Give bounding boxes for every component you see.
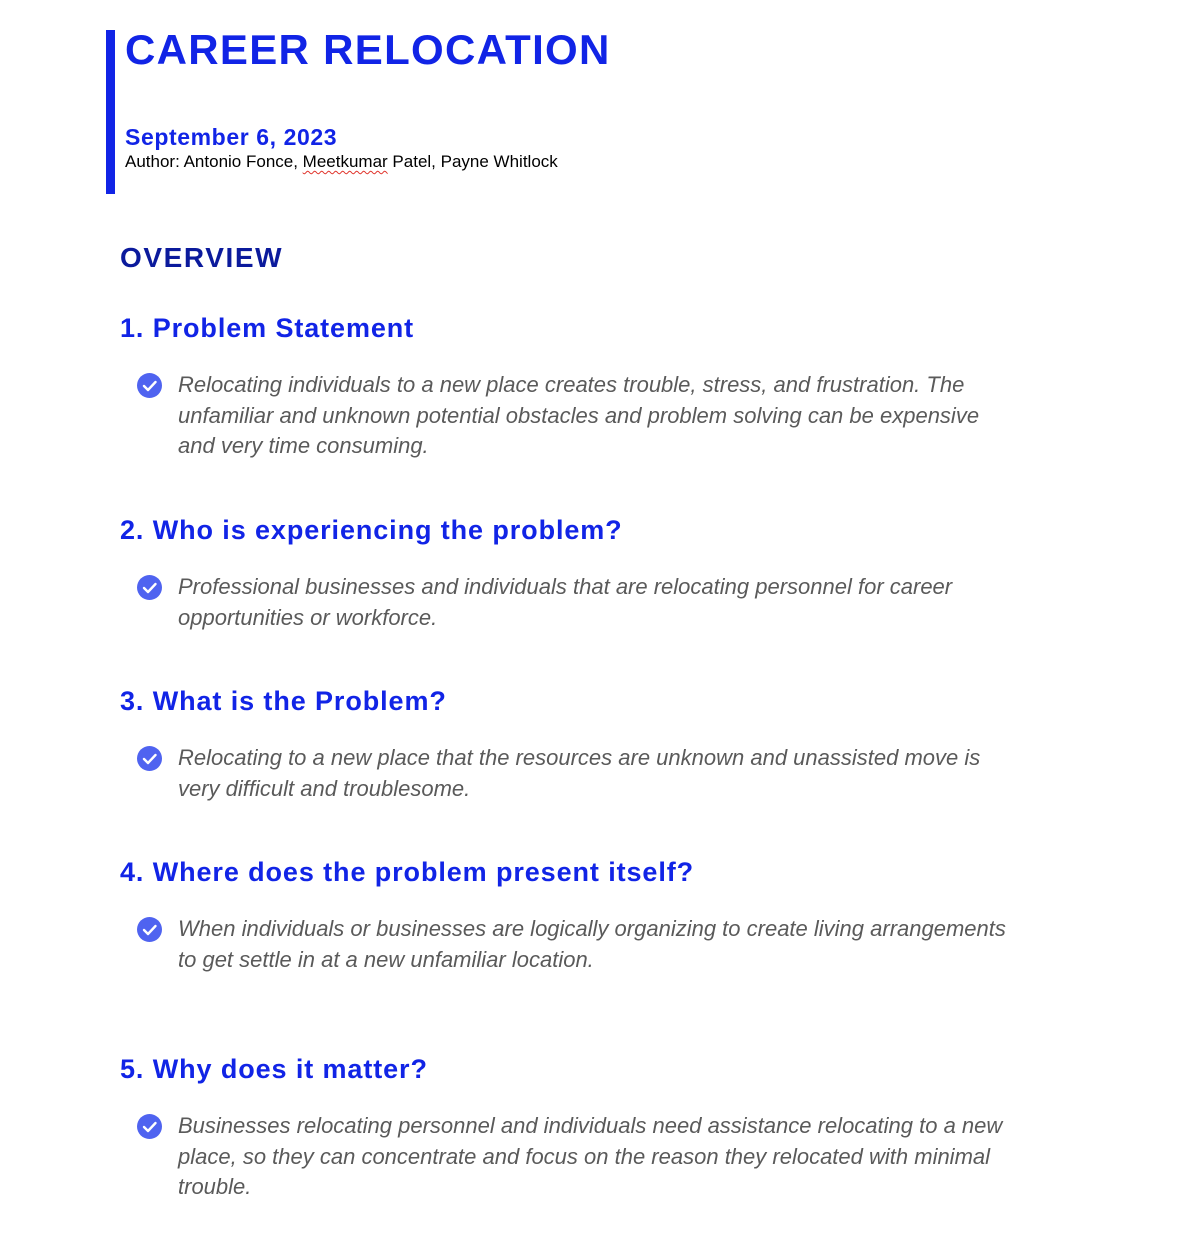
check-circle-icon [137, 917, 162, 942]
author-suffix: Patel, Payne Whitlock [387, 152, 558, 171]
section-heading-3: 3. What is the Problem? [120, 686, 447, 716]
check-circle-icon [137, 373, 162, 398]
document-title: CAREER RELOCATION [125, 26, 611, 73]
section-heading-2: 2. Who is experiencing the problem? [120, 515, 623, 545]
title-accent-bar [106, 30, 115, 194]
bullet-text: Relocating individuals to a new place cr… [178, 372, 980, 458]
section-heading-1: 1. Problem Statement [120, 313, 415, 343]
author-line: Author: Antonio Fonce, Meetkumar Patel, … [125, 152, 558, 172]
bullet-text: Relocating to a new place that the resou… [178, 745, 981, 801]
overview-heading: OVERVIEW [120, 242, 284, 273]
check-circle-icon [137, 746, 162, 771]
bullet-text: Professional businesses and individuals … [178, 574, 953, 630]
section-heading-5: 5. Why does it matter? [120, 1054, 428, 1084]
bullet-text: When individuals or businesses are logic… [178, 916, 1006, 972]
document-date: September 6, 2023 [125, 124, 338, 150]
bullet-text: Businesses relocating personnel and indi… [178, 1113, 1003, 1199]
section-heading-4: 4. Where does the problem present itself… [120, 857, 695, 887]
check-circle-icon [137, 1114, 162, 1139]
check-circle-icon [137, 575, 162, 600]
author-prefix: Author: Antonio Fonce, [125, 152, 303, 171]
spellcheck-flagged-word[interactable]: Meetkumar [302, 152, 388, 171]
